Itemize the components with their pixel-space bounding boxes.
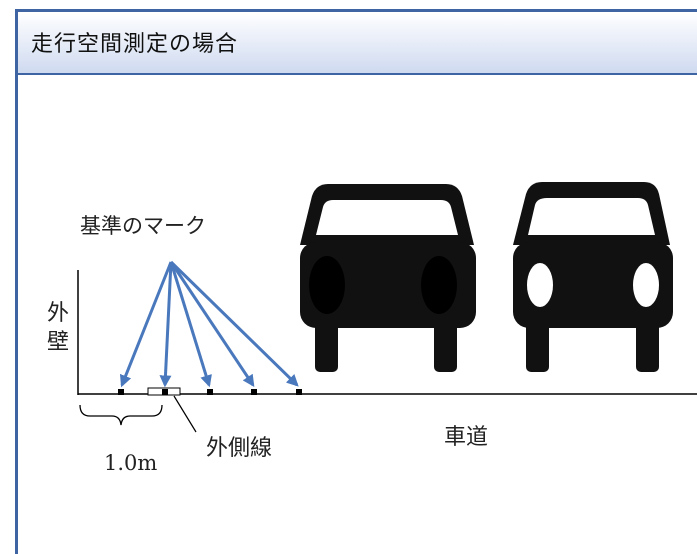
roadway-label: 車道: [444, 425, 488, 450]
distance-bracket: [79, 404, 163, 426]
outer-wall-label-2: 壁: [47, 330, 69, 355]
reference-mark: [162, 389, 168, 395]
reference-mark: [251, 389, 257, 395]
distance-label: 1.0m: [104, 451, 157, 475]
edge-line-label: 外側線: [206, 436, 272, 461]
pointer-arrow: [169, 261, 255, 387]
measurement-diagram: 基準のマーク 外 壁 1.0m 外側線 車道: [47, 182, 697, 475]
reference-mark: [207, 389, 213, 395]
edge-line-leader: [173, 395, 197, 433]
pointer-arrow: [169, 261, 212, 388]
car-icon: [513, 182, 673, 372]
pointer-arrow: [159, 261, 173, 388]
reference-mark: [296, 389, 302, 395]
reference-mark: [118, 389, 124, 395]
outer-wall-label-1: 外: [47, 301, 69, 326]
panel-header: 走行空間測定の場合: [18, 12, 697, 75]
pointer-arrow: [119, 261, 173, 388]
reference-marks-label: 基準のマーク: [80, 214, 206, 238]
car-icon: [300, 184, 476, 372]
pointer-arrow: [169, 260, 299, 387]
panel-title: 走行空間測定の場合: [31, 32, 239, 57]
